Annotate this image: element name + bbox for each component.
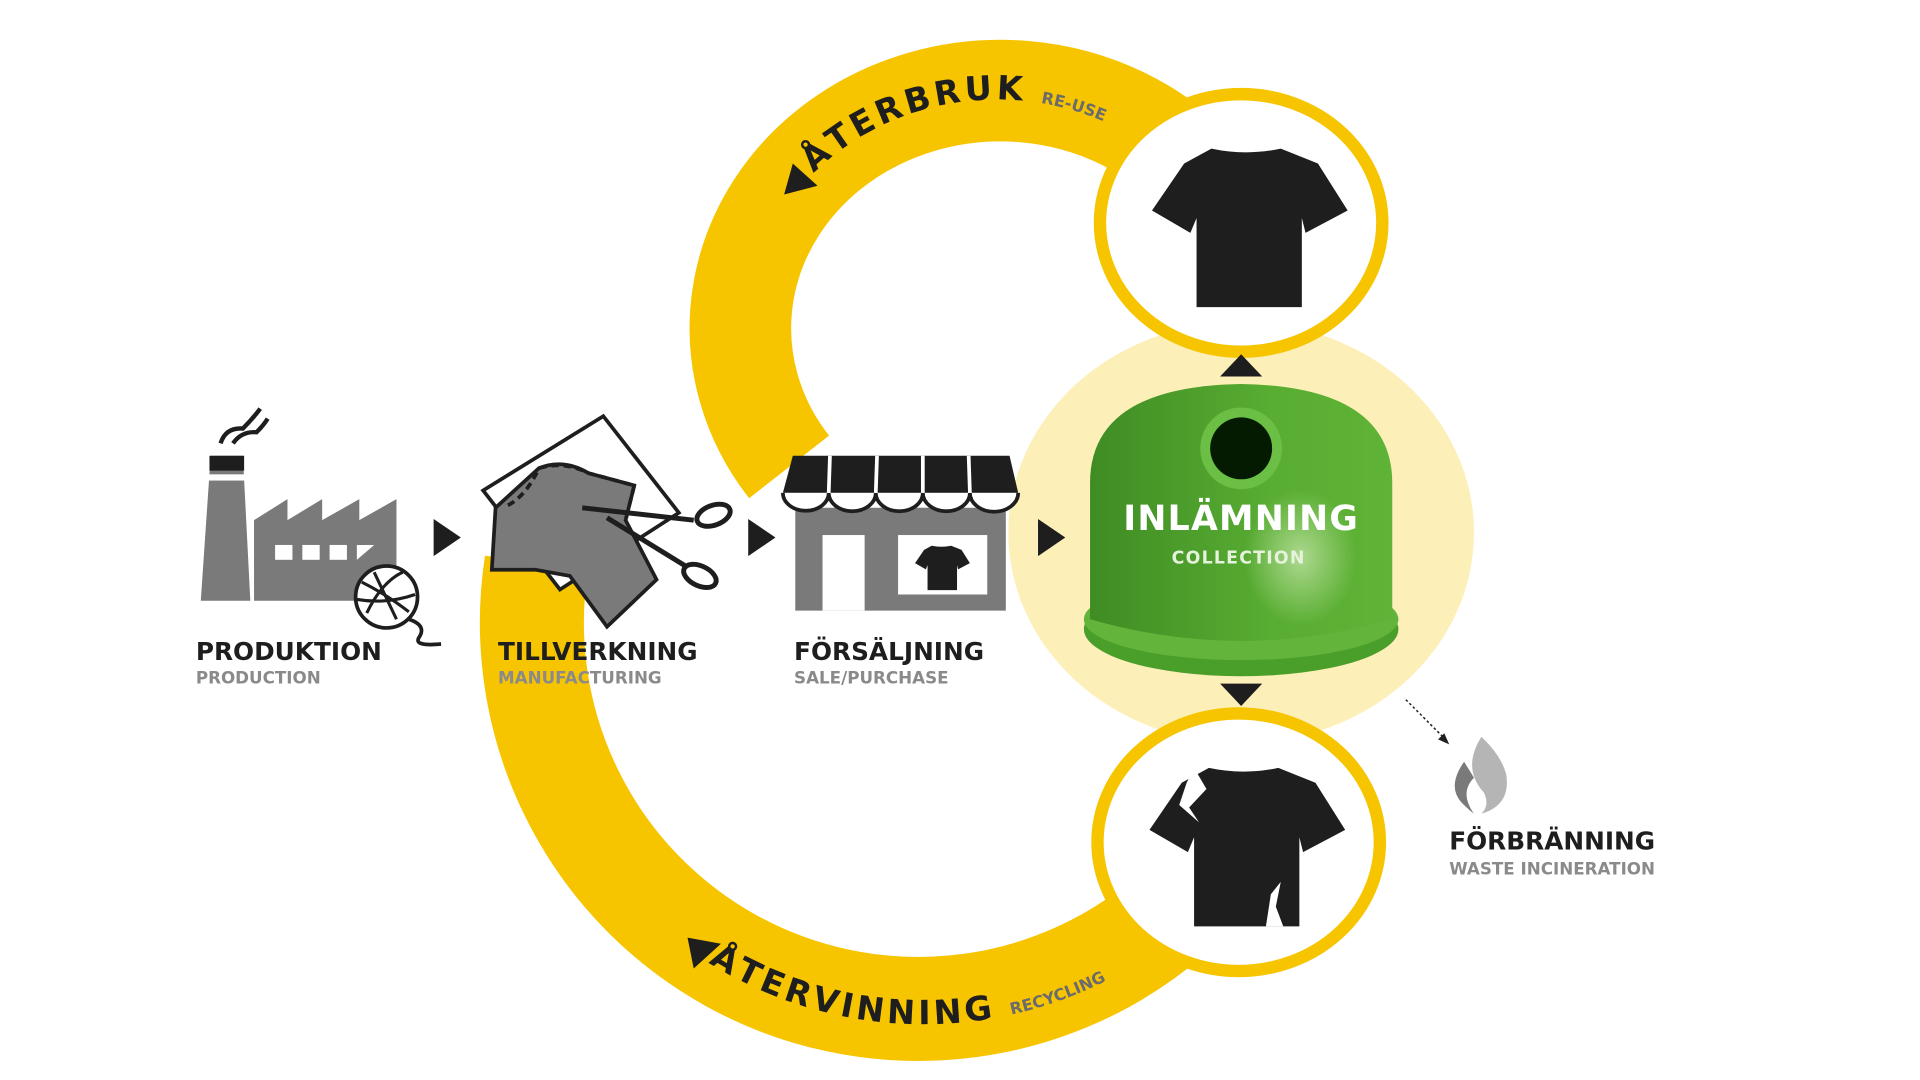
recycling-arc (479, 555, 1205, 1061)
collection-subtitle: COLLECTION (1172, 549, 1306, 569)
recycling-arrow-icon (687, 937, 721, 969)
arrow-right-icon (433, 518, 461, 557)
collection-bin-icon (1083, 383, 1399, 677)
arrow-right-icon (1038, 518, 1066, 557)
arrow-up-icon (1220, 354, 1263, 377)
collection-title: INLÄMNING (1123, 497, 1359, 539)
dotted-arrowhead-icon (1438, 733, 1450, 745)
reuse-node (1093, 87, 1389, 358)
step-subtitle-production: PRODUCTION (196, 668, 321, 688)
recycling-node (1091, 707, 1387, 978)
factory-icon (200, 407, 442, 647)
dotted-arrow-icon (1405, 699, 1445, 739)
step-title-production: PRODUKTION (196, 637, 382, 666)
step-subtitle-sale: SALE/PURCHASE (794, 668, 949, 688)
arrow-down-icon (1220, 683, 1263, 706)
flame-icon (1454, 736, 1507, 814)
incineration-subtitle: WASTE INCINERATION (1449, 858, 1655, 878)
reuse-arc (689, 39, 1234, 499)
arrow-right-icon (748, 518, 776, 557)
reuse-arrow-icon (784, 163, 818, 195)
scissors-shirt-icon (480, 413, 733, 630)
step-title-sale: FÖRSÄLJNING (794, 636, 984, 666)
step-subtitle-manufacturing: MANUFACTURING (498, 668, 662, 688)
incineration-title: FÖRBRÄNNING (1449, 826, 1655, 856)
step-title-manufacturing: TILLVERKNING (498, 637, 698, 666)
store-icon (781, 455, 1021, 611)
torn-tshirt-icon (1149, 767, 1346, 927)
